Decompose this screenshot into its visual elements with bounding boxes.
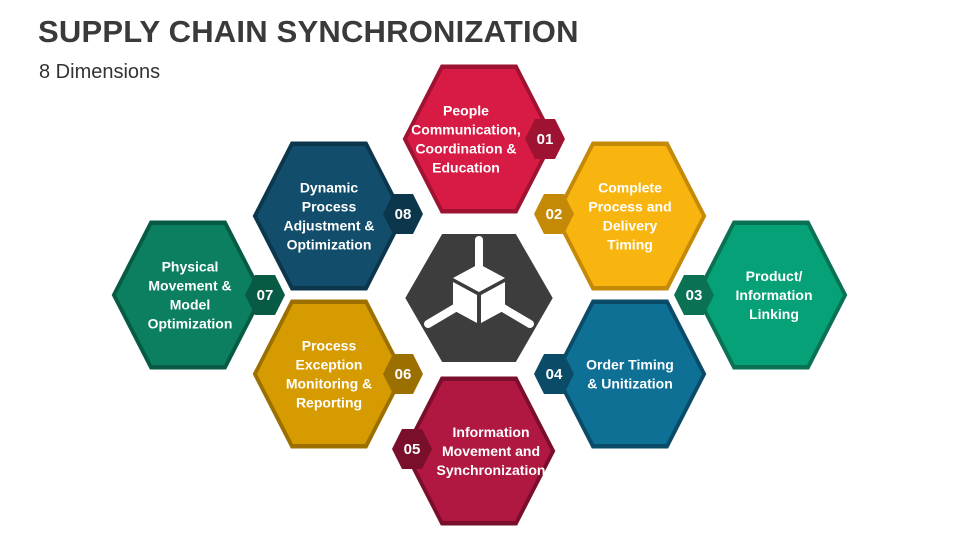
dimension-label-line: & Unitization <box>587 376 673 392</box>
dimension-label-line: Model <box>170 297 210 313</box>
dimension-label-line: Optimization <box>287 237 372 253</box>
dimension-label-line: Communication, <box>411 122 521 138</box>
dimension-label-line: Coordination & <box>415 141 516 157</box>
hexagon-fill <box>257 304 401 444</box>
dimension-label-line: Information <box>453 424 530 440</box>
hexagon-fill <box>558 146 702 286</box>
page-title: SUPPLY CHAIN SYNCHRONIZATION <box>38 14 579 49</box>
dimension-label-line: Process and <box>588 199 671 215</box>
dimension-label-line: Optimization <box>148 316 233 332</box>
dimension-label-line: Linking <box>749 306 799 322</box>
center-hexagon <box>400 230 558 366</box>
dimension-label-line: Timing <box>607 237 653 253</box>
dimension-number: 02 <box>546 206 563 223</box>
number-tab <box>392 429 432 469</box>
hexagon-fill <box>699 225 843 365</box>
dimension-label: Order Timing & Unitization <box>586 357 674 392</box>
cube-network-icon <box>424 236 534 328</box>
number-tab <box>383 194 423 234</box>
dimension-label-line: Movement and <box>442 443 540 459</box>
hexagon-fill <box>407 381 551 521</box>
dimension-label-line: Product/ <box>746 268 803 284</box>
dimension-number: 06 <box>395 366 412 383</box>
hexagon-fill <box>558 304 702 444</box>
dimension-number: 04 <box>546 366 563 383</box>
number-tab <box>245 275 285 315</box>
dimension-label-line: Exception <box>296 357 363 373</box>
dimension-label-line: Synchronization <box>437 462 546 478</box>
dimension-label-line: Process <box>302 199 357 215</box>
dimension-label-line: Adjustment & <box>284 218 375 234</box>
dimension-label-line: Monitoring & <box>286 376 372 392</box>
dimension-label-line: Delivery <box>603 218 658 234</box>
dimension-label-line: Information <box>736 287 813 303</box>
dimension-label-line: Order Timing <box>586 357 674 373</box>
dimension-number: 08 <box>395 206 412 223</box>
dimension-number: 01 <box>537 131 554 148</box>
hexagon-fill <box>257 146 401 286</box>
dimension-label-line: Physical <box>162 259 219 275</box>
page-subtitle: 8 Dimensions <box>39 61 161 83</box>
number-tab <box>674 275 714 315</box>
dimension-label-line: Complete <box>598 180 662 196</box>
dimension-number: 07 <box>257 287 274 304</box>
hexagon-fill <box>407 69 551 209</box>
dimension-label-line: Reporting <box>296 395 362 411</box>
number-tab <box>525 119 565 159</box>
dimension-label-line: Movement & <box>148 278 231 294</box>
dimension-number: 03 <box>686 287 703 304</box>
dimension-label-line: Education <box>432 160 500 176</box>
dimension-number: 05 <box>404 441 421 458</box>
dimension-label-line: Process <box>302 338 357 354</box>
center-hub <box>400 230 558 366</box>
dimension-label-line: People <box>443 103 489 119</box>
number-tab <box>534 194 574 234</box>
number-tab <box>534 354 574 394</box>
dimension-hexagon-04: 04 Order Timing & Unitization <box>534 296 710 452</box>
hexagon-fill <box>116 225 260 365</box>
dimension-label-line: Dynamic <box>300 180 359 196</box>
number-tab <box>383 354 423 394</box>
